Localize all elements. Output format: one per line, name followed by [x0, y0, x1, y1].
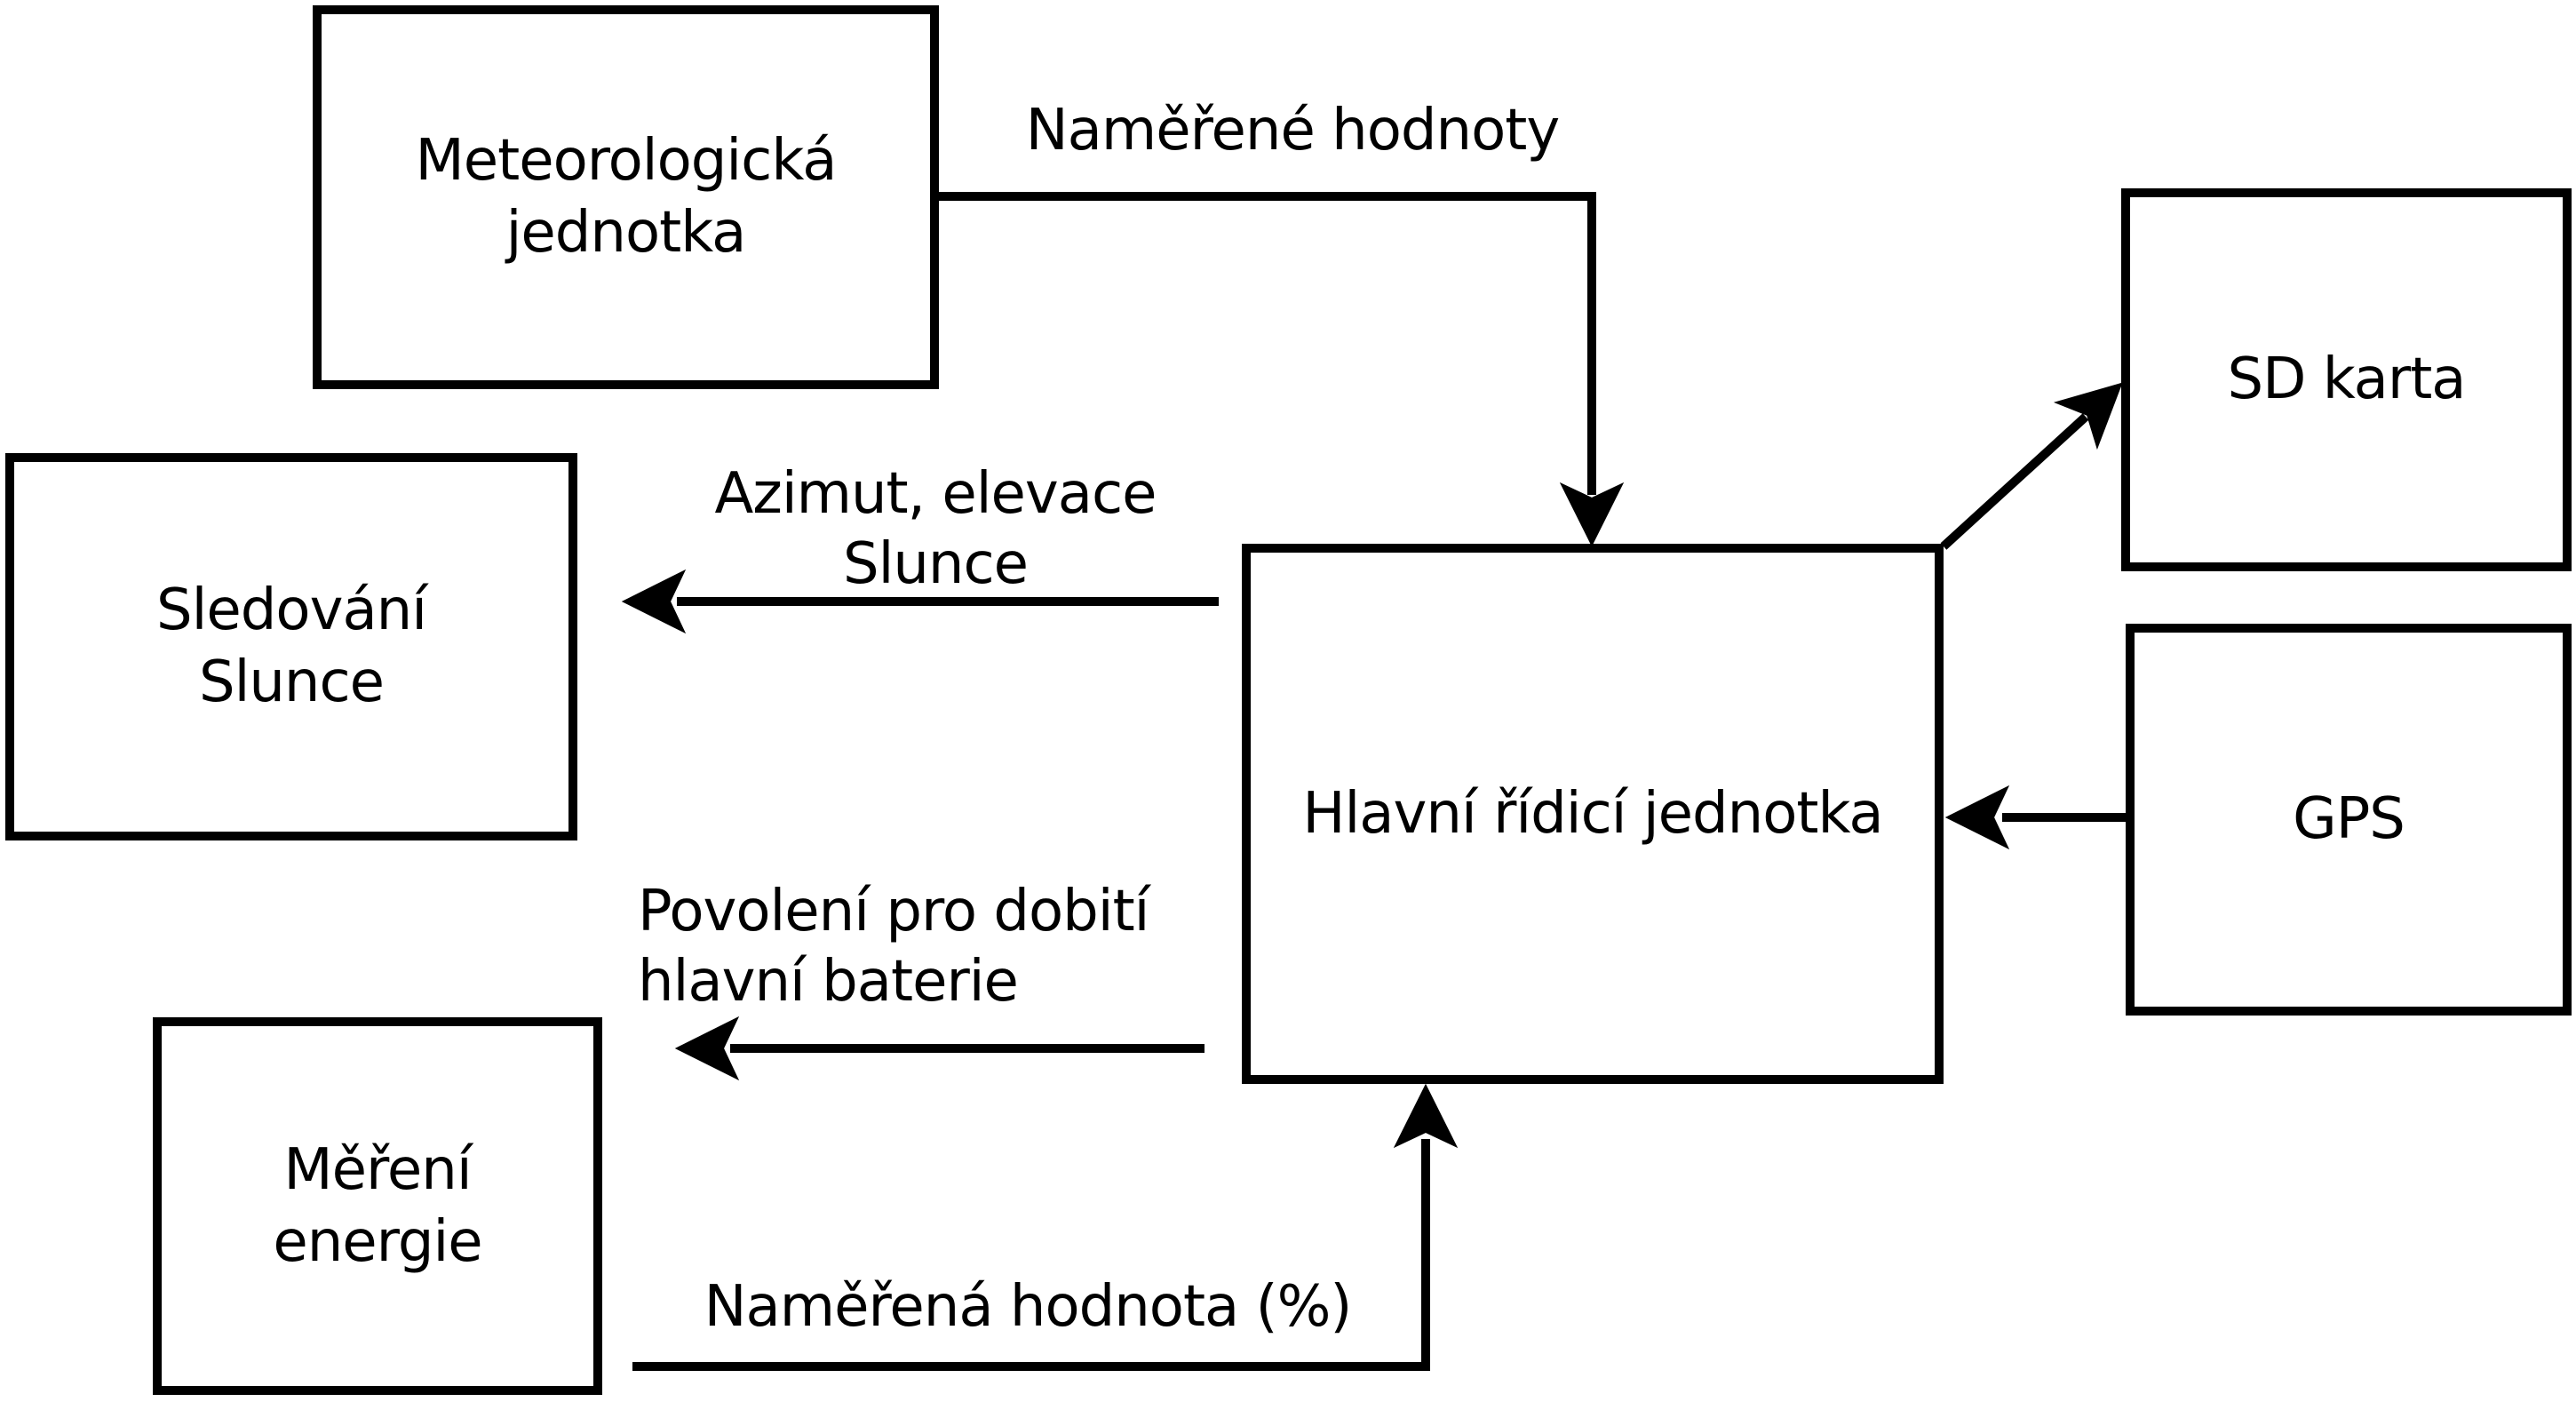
- meteorological-unit-label: Meteorologická jednotka: [415, 128, 838, 266]
- meteorological-unit-box: Meteorologická jednotka: [313, 5, 939, 389]
- main-control-unit-label: Hlavní řídicí jednotka: [1302, 780, 1883, 847]
- main-control-unit-box: Hlavní řídicí jednotka: [1242, 544, 1944, 1084]
- energy-measurement-label: Měření energie: [273, 1136, 482, 1275]
- sd-card-box: SD karta: [2121, 188, 2572, 571]
- sun-tracking-box: Sledování Slunce: [5, 453, 577, 840]
- sun-tracking-label: Sledování Slunce: [156, 578, 427, 715]
- measured-values-label: Naměřené hodnoty: [1025, 98, 1560, 163]
- gps-label: GPS: [2293, 786, 2405, 852]
- arrow-main-to-sdcard-head: [2053, 382, 2123, 450]
- arrow-gps-to-main-head: [1944, 785, 2010, 850]
- charge-permission-label: Povolení pro dobití hlavní baterie: [638, 879, 1149, 1015]
- sd-card-label: SD karta: [2227, 347, 2466, 412]
- arrow-main-to-sdcard-line: [1940, 413, 2089, 550]
- arrow-main-charge-permission-head: [674, 1016, 740, 1081]
- arrow-energy-to-main-head: [1393, 1083, 1459, 1149]
- arrow-meteo-to-main-head: [1559, 482, 1625, 547]
- measured-value-percent-label: Naměřená hodnota (%): [704, 1274, 1353, 1340]
- azimuth-elevation-label: Azimut, elevace Slunce: [714, 461, 1157, 597]
- gps-box: GPS: [2126, 624, 2572, 1016]
- energy-measurement-box: Měření energie: [153, 1017, 602, 1395]
- arrow-meteo-to-main-line: [939, 192, 1596, 495]
